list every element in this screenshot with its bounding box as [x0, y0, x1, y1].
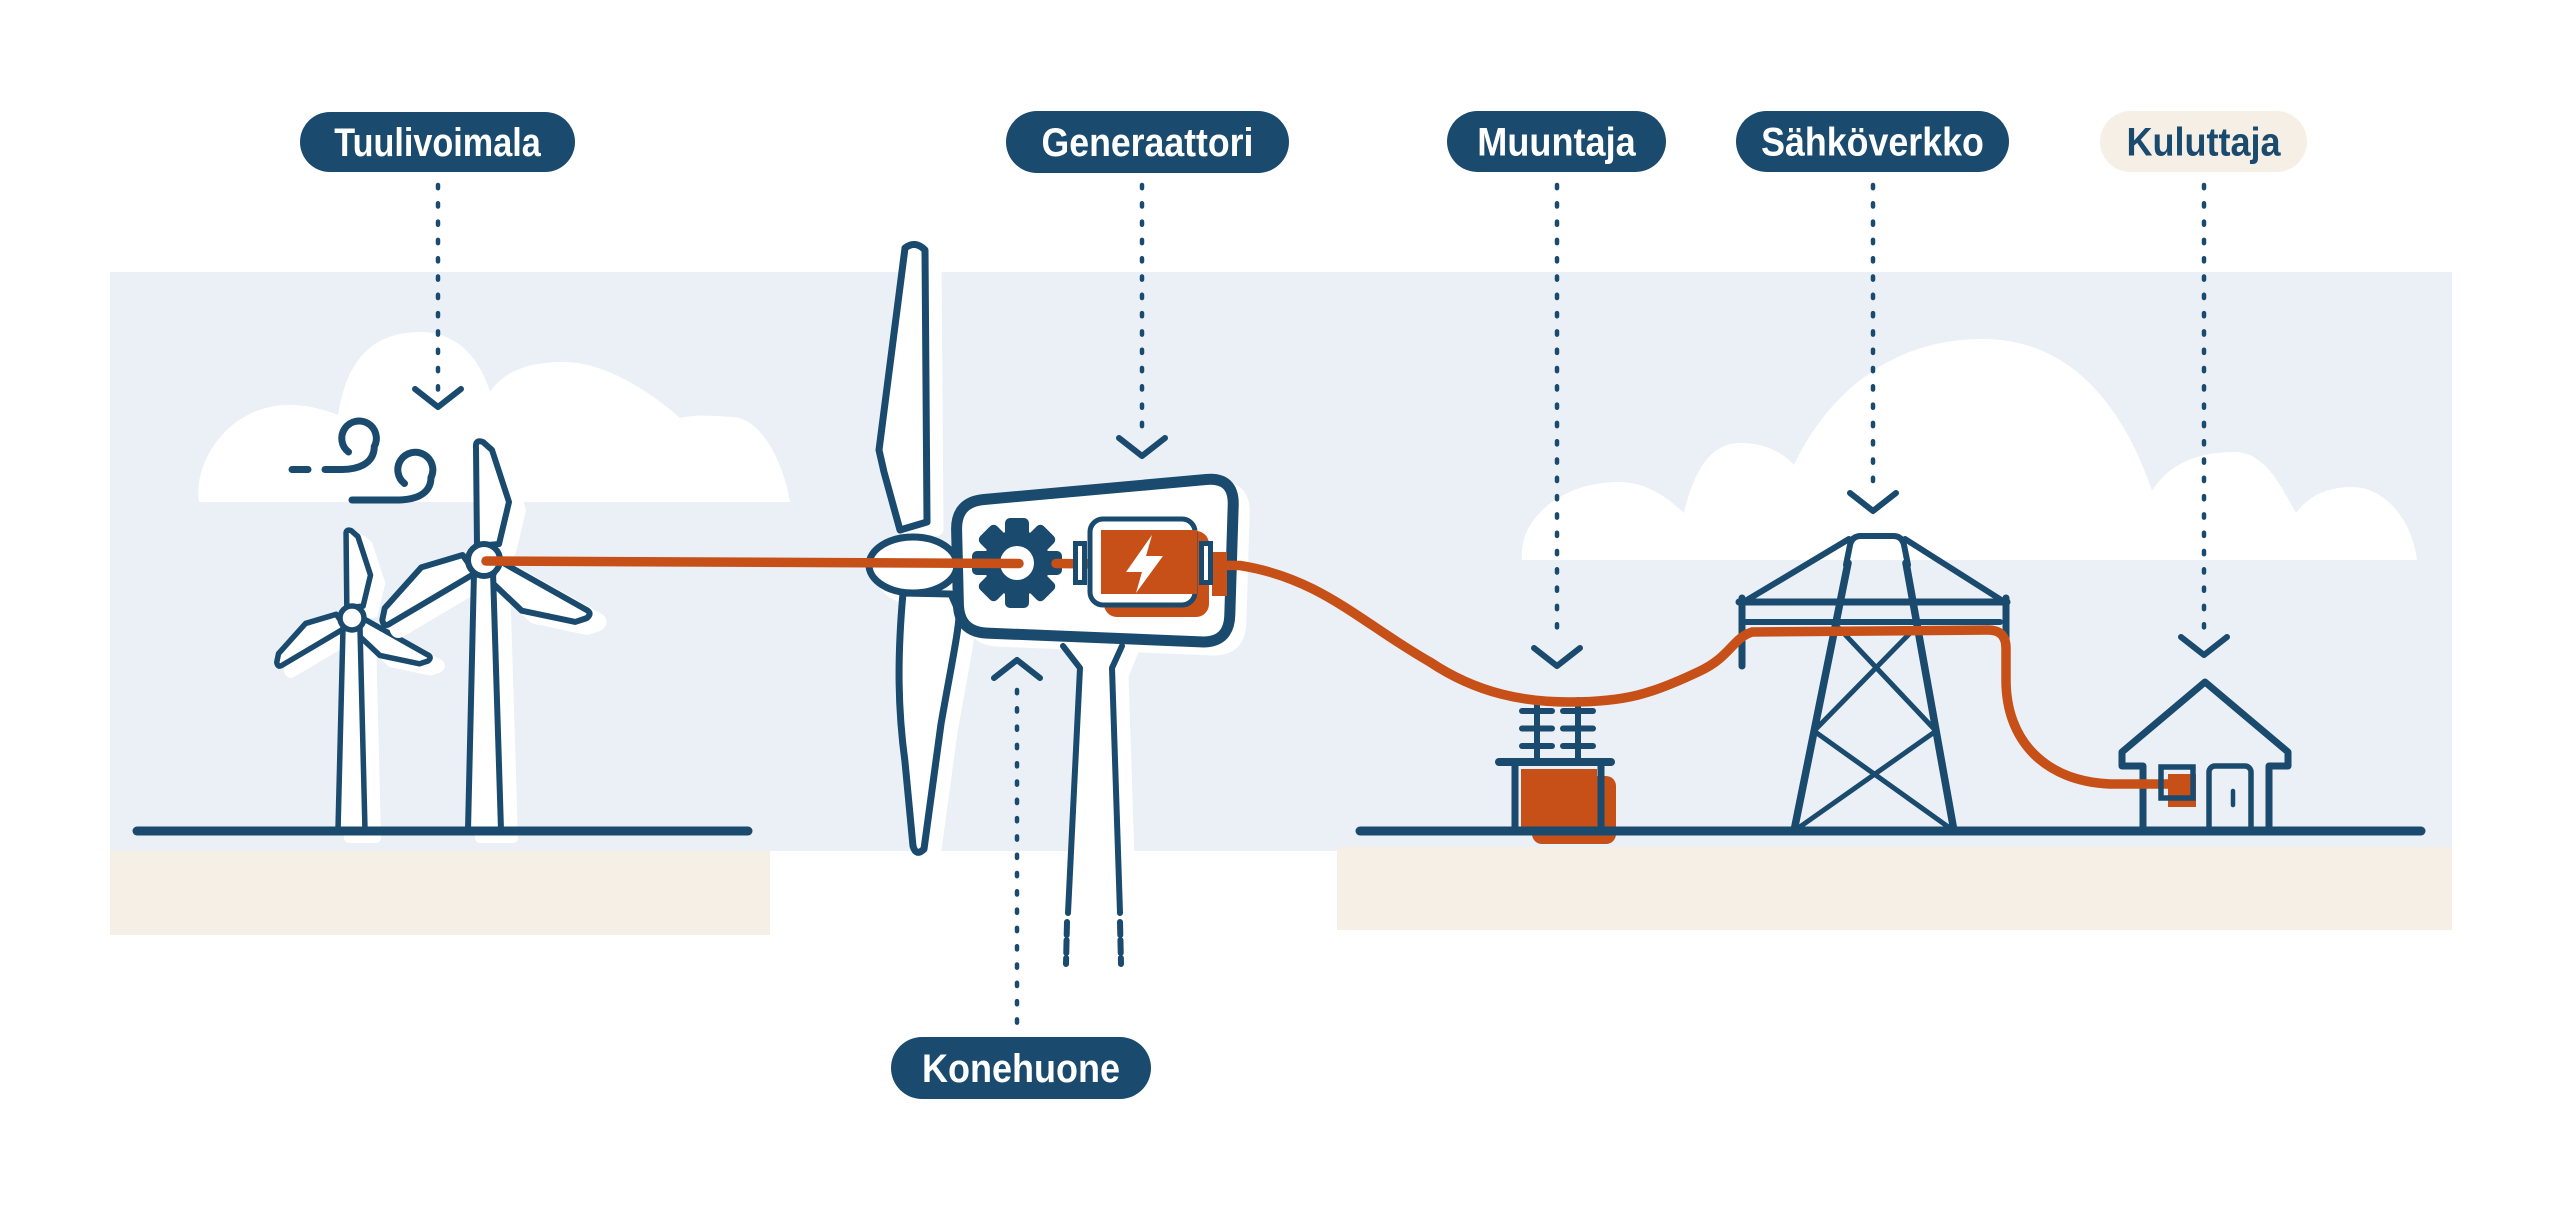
svg-text:Kuluttaja: Kuluttaja [2126, 121, 2281, 165]
svg-text:Muuntaja: Muuntaja [1477, 121, 1636, 165]
svg-text:Konehuone: Konehuone [922, 1047, 1120, 1091]
svg-text:Sähköverkko: Sähköverkko [1761, 121, 1984, 165]
svg-text:Generaattori: Generaattori [1042, 121, 1254, 165]
svg-text:Tuulivoimala: Tuulivoimala [334, 119, 541, 164]
